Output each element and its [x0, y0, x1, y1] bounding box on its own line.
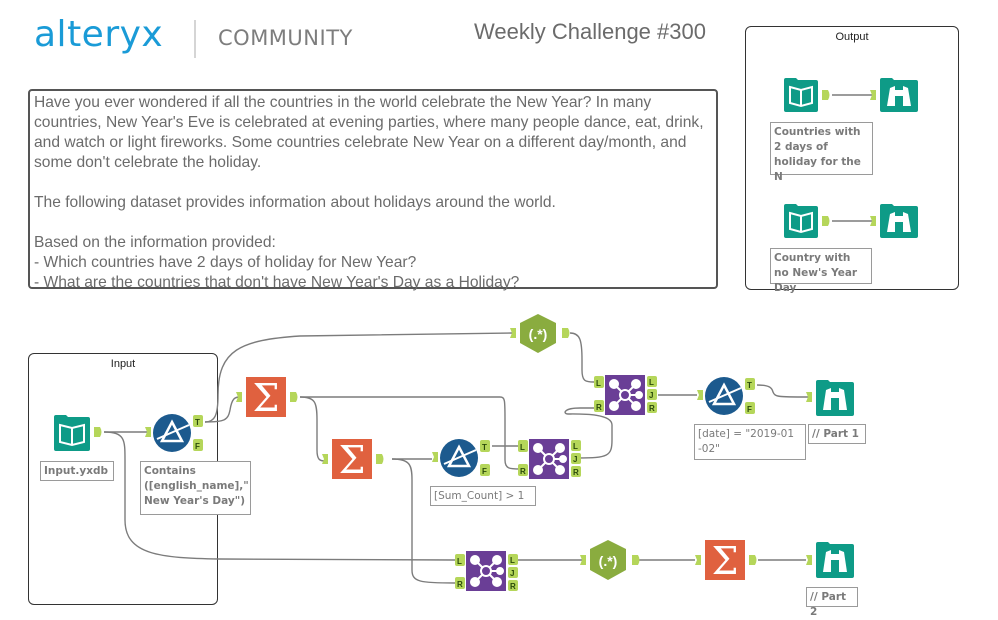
join-tool-3[interactable]: L R L J R — [455, 550, 521, 597]
binoculars-icon — [870, 78, 918, 112]
join-network-icon: L R L J R — [594, 375, 657, 415]
output-container-title: Output — [835, 31, 869, 43]
book-icon — [54, 415, 102, 451]
connection-summarize1-summarize2 — [299, 396, 326, 462]
sigma-icon: Σ — [236, 376, 298, 420]
filter-triangle-icon: T F — [697, 377, 755, 415]
true-anchor-label: T — [747, 381, 752, 390]
left-output-label: L — [510, 556, 515, 565]
binoculars-icon — [806, 380, 854, 416]
right-anchor-label: R — [520, 467, 526, 476]
part2-annotation: // Part 2 — [806, 587, 858, 618]
regex-tool-1[interactable]: (.*) — [510, 313, 576, 360]
false-anchor-label: F — [195, 442, 200, 451]
join-tool-2[interactable]: L R L J R — [594, 374, 660, 421]
summarize-tool-3[interactable]: Σ — [695, 539, 765, 586]
filter1-expression-annotation: Contains ([english_name]," New Year's Da… — [140, 461, 251, 515]
join-output-label: J — [573, 455, 577, 464]
join-network-icon: L R L J R — [455, 551, 518, 591]
regex-tool-2[interactable]: (.*) — [580, 539, 646, 586]
filter3-expression-annotation: [date] = "2019-01 -02" — [694, 424, 806, 460]
challenge-title: Weekly Challenge #300 — [474, 19, 706, 44]
alteryx-logo: alteryx — [34, 14, 164, 55]
right-anchor-label: R — [457, 580, 463, 589]
summarize-tool-2[interactable]: Σ — [322, 438, 392, 485]
input-container-title: Input — [110, 358, 136, 370]
description-question-2: - What are the countries that don't have… — [34, 274, 520, 291]
filter2-expression-annotation: [Sum_Count] > 1 — [430, 486, 536, 506]
true-anchor-label: T — [482, 443, 487, 452]
filter-tool-1[interactable]: T F — [145, 413, 209, 460]
output-browse-tool-1[interactable] — [870, 76, 922, 119]
book-icon — [784, 78, 830, 112]
regex-hexagon-icon: (.*) — [580, 540, 640, 580]
filter-tool-3[interactable]: T F — [697, 376, 761, 423]
regex-hexagon-icon: (.*) — [510, 314, 570, 353]
left-anchor-label: L — [457, 557, 462, 566]
right-anchor-label: R — [596, 403, 602, 412]
description-paragraph-2: The following dataset provides informati… — [34, 194, 556, 211]
binoculars-icon — [870, 204, 918, 238]
filter-triangle-icon: T F — [145, 414, 203, 452]
left-anchor-label: L — [520, 443, 525, 452]
join-tool-1[interactable]: L R L J R — [518, 438, 584, 485]
connection-input-join3 — [103, 431, 456, 561]
binoculars-icon — [806, 542, 854, 578]
output-annotation-1: Countries with 2 days of holiday for the… — [770, 122, 873, 183]
svg-text:Σ: Σ — [253, 376, 280, 418]
output-annotation-2: Country with no New's Year Day — [770, 248, 872, 294]
left-anchor-label: L — [596, 379, 601, 388]
join-output-label: J — [649, 391, 653, 400]
challenge-description: Have you ever wondered if all the countr… — [28, 89, 718, 291]
connection-filter1-regex1 — [204, 332, 514, 423]
false-anchor-label: F — [747, 405, 752, 414]
right-output-label: R — [573, 468, 579, 477]
community-label: COMMUNITY — [218, 26, 353, 50]
filter-tool-2[interactable]: T F — [432, 438, 496, 485]
join-output-label: J — [510, 569, 514, 578]
right-output-label: R — [510, 582, 516, 591]
input-data-tool[interactable] — [52, 413, 108, 458]
browse-tool-part1[interactable] — [806, 378, 858, 423]
filter-triangle-icon: T F — [432, 439, 490, 477]
output-input-tool-1[interactable] — [782, 76, 834, 119]
part1-annotation: // Part 1 — [808, 424, 866, 444]
connection-filter3-browse1 — [756, 384, 809, 398]
output-container[interactable]: Output — [745, 26, 959, 290]
browse-tool-part2[interactable] — [806, 540, 858, 585]
logo-divider — [194, 20, 196, 58]
output-browse-tool-2[interactable] — [870, 202, 922, 245]
false-anchor-label: F — [482, 467, 487, 476]
description-paragraph-1: Have you ever wondered if all the countr… — [34, 94, 704, 171]
description-paragraph-3: Based on the information provided: — [34, 234, 276, 251]
connection-summarize1-join1R — [300, 396, 521, 470]
right-output-label: R — [649, 404, 655, 413]
svg-text:Σ: Σ — [712, 539, 739, 581]
connection-filter1-summarize1 — [204, 396, 241, 423]
left-output-label: L — [573, 442, 578, 451]
regex-label: (.*) — [599, 553, 618, 569]
true-anchor-label: T — [195, 418, 200, 427]
left-output-label: L — [649, 378, 654, 387]
regex-label: (.*) — [529, 326, 548, 342]
summarize-tool-1[interactable]: Σ — [236, 376, 306, 423]
sigma-icon: Σ — [695, 539, 757, 583]
sigma-icon: Σ — [322, 438, 384, 482]
output-input-tool-2[interactable] — [782, 202, 834, 245]
join-network-icon: L R L J R — [518, 439, 581, 479]
description-question-1: - Which countries have 2 days of holiday… — [34, 254, 417, 271]
connection-summarize2-join3R — [391, 458, 456, 584]
svg-text:Σ: Σ — [339, 438, 366, 480]
input-file-annotation: Input.yxdb — [40, 461, 114, 481]
connection-join1-join2R — [564, 407, 613, 459]
connection-regex1-join2L — [569, 332, 595, 383]
book-icon — [784, 204, 830, 238]
